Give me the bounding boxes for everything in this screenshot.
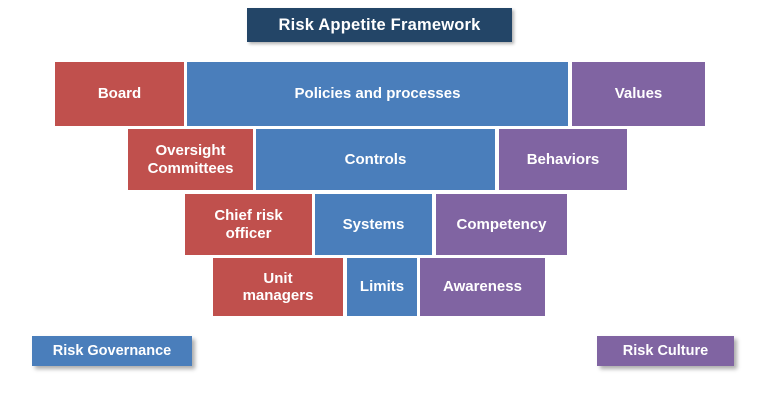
diagram-title: Risk Appetite Framework bbox=[247, 8, 512, 42]
pyramid-cell-policies-2: Controls bbox=[256, 129, 495, 190]
pyramid-cell-label: Systems bbox=[342, 215, 405, 233]
footer-label-risk-culture: Risk Culture bbox=[597, 336, 734, 366]
pyramid-cell-label: Limits bbox=[359, 278, 405, 296]
pyramid-cell-label: Policies and processes bbox=[294, 85, 461, 103]
pyramid-cell-label: Unit managers bbox=[242, 269, 314, 304]
pyramid-cell-label: Values bbox=[614, 85, 663, 103]
pyramid-cell-culture-4: Awareness bbox=[420, 258, 545, 316]
pyramid-cell-culture-3: Competency bbox=[436, 194, 567, 255]
pyramid-cell-label: Competency bbox=[456, 215, 547, 233]
pyramid-cell-governance-2: Oversight Committees bbox=[128, 129, 253, 190]
pyramid-cell-culture-1: Values bbox=[572, 62, 705, 126]
pyramid-cell-governance-4: Unit managers bbox=[213, 258, 343, 316]
pyramid-cell-governance-1: Board bbox=[55, 62, 184, 126]
pyramid-cell-label: Chief risk officer bbox=[214, 207, 283, 242]
pyramid-cell-label: Oversight Committees bbox=[147, 142, 234, 177]
pyramid-cell-policies-4: Limits bbox=[347, 258, 417, 316]
pyramid-cell-label: Board bbox=[97, 85, 142, 103]
pyramid-cell-label: Controls bbox=[344, 150, 407, 168]
pyramid-cell-culture-2: Behaviors bbox=[499, 129, 627, 190]
pyramid-cell-policies-1: Policies and processes bbox=[187, 62, 568, 126]
pyramid-cell-policies-3: Systems bbox=[315, 194, 432, 255]
pyramid-cell-governance-3: Chief risk officer bbox=[185, 194, 312, 255]
pyramid-cell-label: Awareness bbox=[443, 278, 522, 296]
footer-label-risk-governance: Risk Governance bbox=[32, 336, 192, 366]
pyramid-cell-label: Behaviors bbox=[526, 150, 600, 168]
